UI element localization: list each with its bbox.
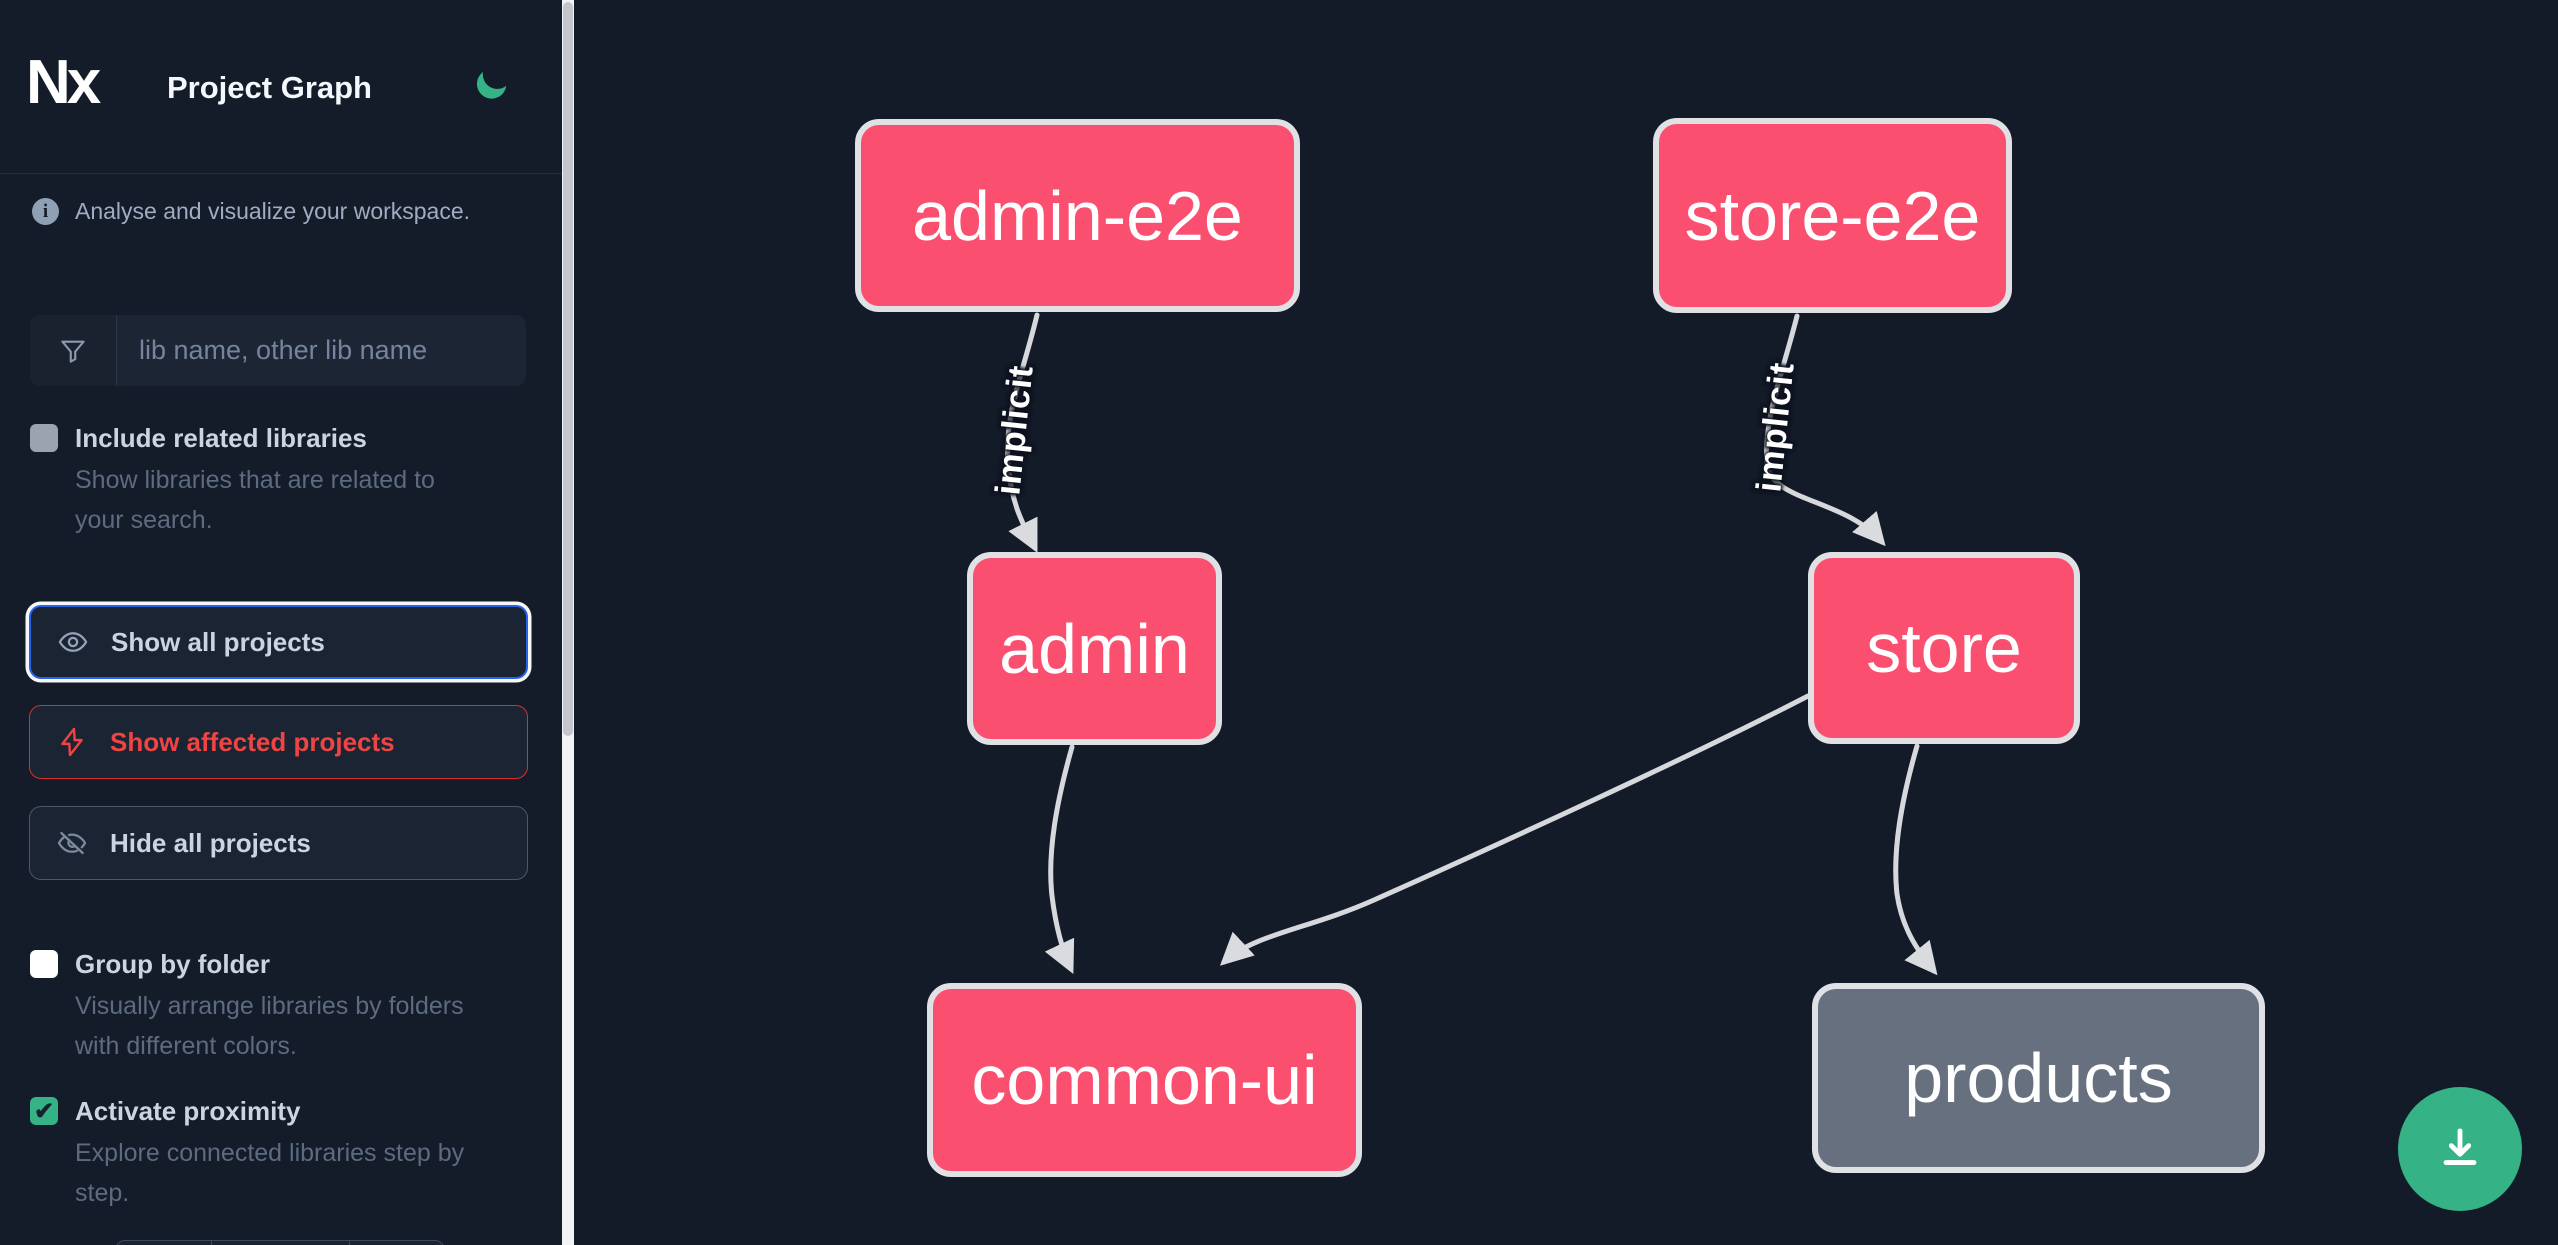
edge-store-common-ui [1219,693,1811,966]
node-admin[interactable]: admin [967,552,1222,745]
toggle-description: Visually arrange libraries by folders wi… [75,992,464,1060]
tagline-text: Analyse and visualize your workspace. [75,198,471,224]
node-products[interactable]: products [1812,983,2265,1173]
sidebar-scrollbar[interactable] [562,0,574,1245]
checkbox-group-by-folder[interactable] [30,950,58,978]
edge-admin-common-ui [1044,744,1075,974]
search-input[interactable] [117,315,526,386]
node-store[interactable]: store [1808,552,2080,744]
filter-funnel-icon [30,315,117,386]
download-icon [2443,1128,2477,1165]
node-common-ui[interactable]: common-ui [927,983,1362,1177]
search-box [30,315,526,386]
toggle-description: Show libraries that are related to your … [75,466,435,534]
depth-increment-segment[interactable] [350,1241,445,1245]
toggle-label: Group by folder [75,949,270,979]
depth-value-segment [212,1241,350,1245]
toggle-label: Activate proximity [75,1096,301,1126]
toggle-include-related: Include related libraries Show libraries… [30,422,530,540]
show-affected-projects-button[interactable]: Show affected projects [29,705,528,779]
toggle-label: Include related libraries [75,423,367,453]
bolt-icon [61,727,83,757]
app-header: Nx Project Graph [0,0,562,174]
sidebar: Nx Project Graph i Analyse and visualize… [0,0,562,1245]
toggle-activate-proximity: ✔ Activate proximity Explore connected l… [30,1095,530,1213]
graph-canvas[interactable]: implicit implicit admin-e2e store-e2e ad… [574,0,2558,1245]
checkbox-include-related[interactable] [30,424,58,452]
sidebar-scrollbar-thumb[interactable] [563,2,573,736]
download-image-button[interactable] [2398,1087,2522,1211]
node-store-e2e[interactable]: store-e2e [1653,118,2012,313]
edge-admin-e2e-admin [1004,312,1040,553]
checkbox-activate-proximity[interactable]: ✔ [30,1097,58,1125]
page-title: Project Graph [167,70,372,105]
show-all-projects-button[interactable]: Show all projects [29,605,528,679]
button-label: Show all projects [111,626,325,657]
toggle-description: Explore connected libraries step by step… [75,1139,465,1207]
hide-all-projects-button[interactable]: Hide all projects [29,806,528,880]
proximity-depth-control[interactable] [115,1240,445,1245]
edge-store-products [1893,743,1938,976]
depth-decrement-segment[interactable] [116,1241,212,1245]
button-label: Hide all projects [110,827,311,858]
info-icon: i [32,198,59,225]
node-admin-e2e[interactable]: admin-e2e [855,119,1300,312]
theme-toggle-moon-icon[interactable] [472,66,510,104]
button-label: Show affected projects [110,726,395,757]
dependency-edges [1004,312,1938,976]
edge-store-e2e-store [1763,313,1886,547]
eye-off-icon [57,831,87,855]
workspace-tagline-row: i Analyse and visualize your workspace. [32,198,470,225]
nx-logo: Nx [26,48,101,117]
toggle-group-by-folder: Group by folder Visually arrange librari… [30,948,530,1066]
eye-icon [58,632,88,652]
